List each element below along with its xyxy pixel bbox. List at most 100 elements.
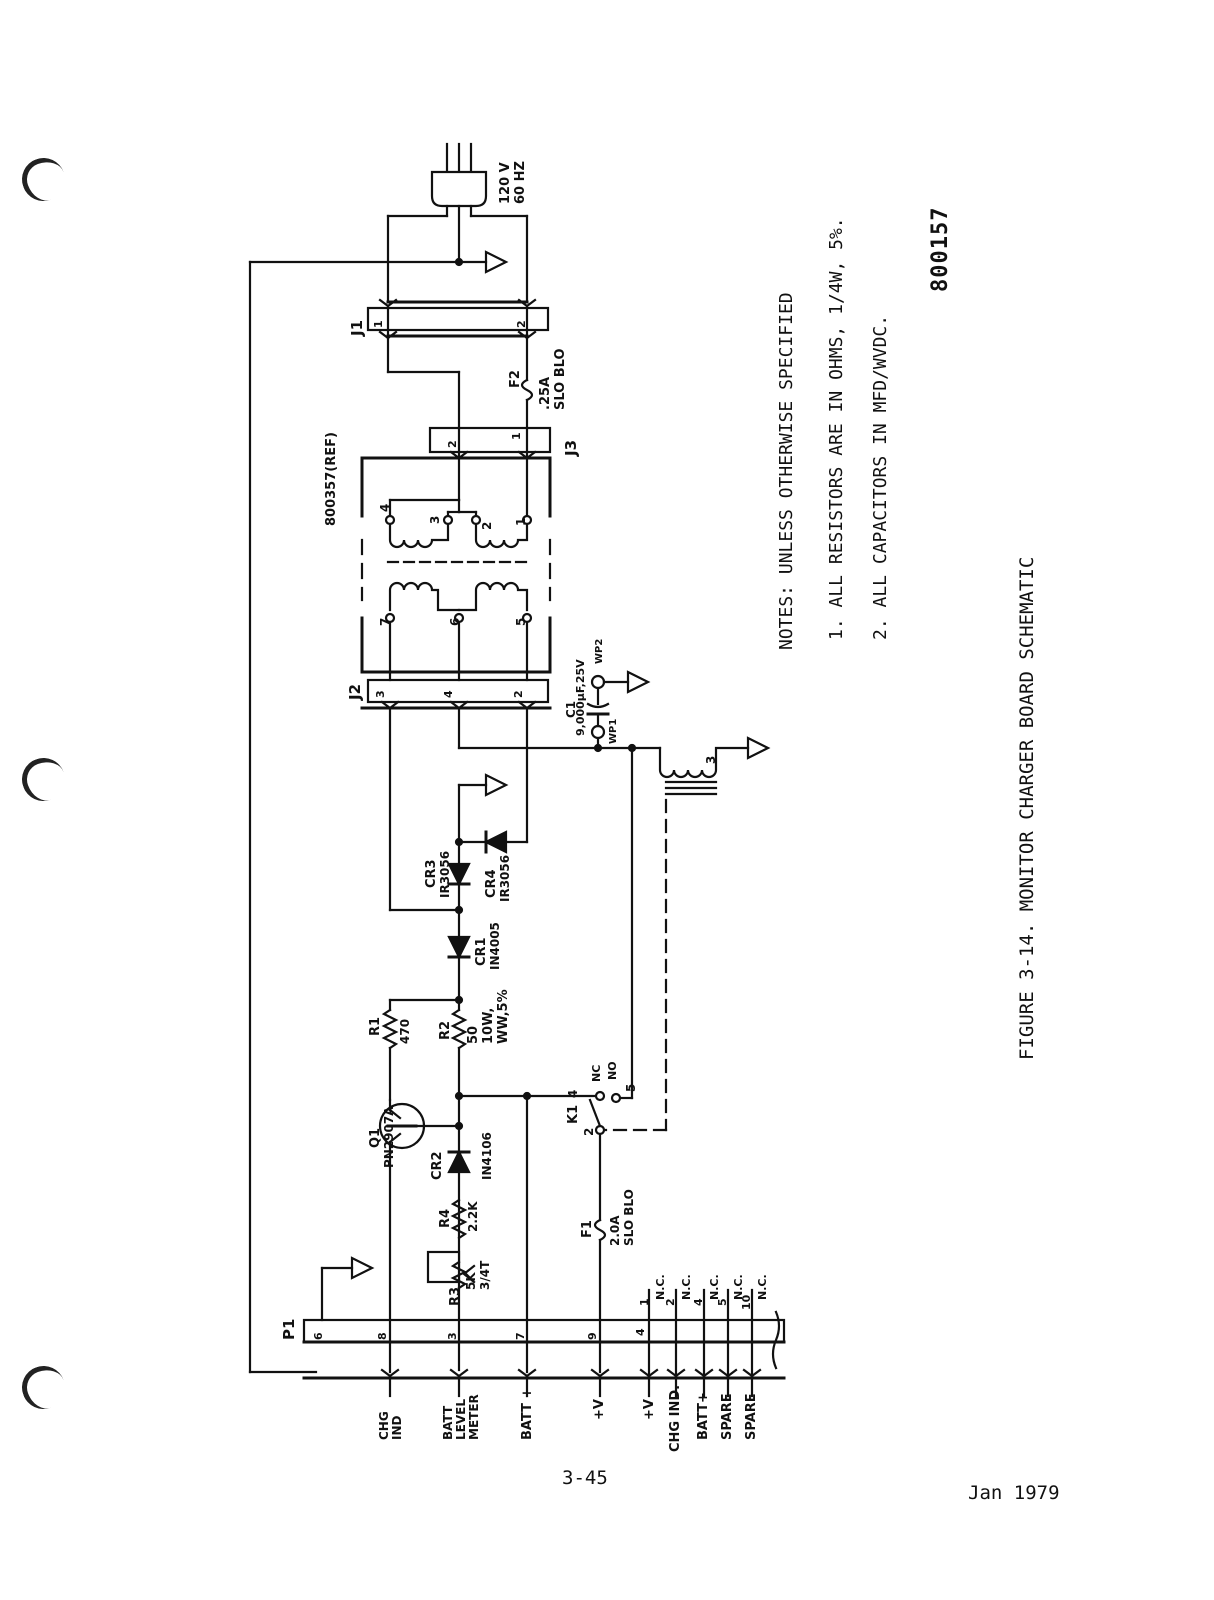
capacitor-c1 (586, 670, 651, 750)
p1-label-chg-ind: CHG IND (377, 1411, 404, 1440)
j3-label: J3 (562, 439, 580, 456)
j2-pin-2: 2 (512, 690, 525, 698)
p1-label-batt-plus: BATT + (520, 1387, 535, 1440)
t1-pin-4: 4 (378, 503, 392, 512)
t1-pin-2: 2 (480, 521, 494, 530)
zener-cr2 (447, 1149, 471, 1174)
j2-pin-3: 3 (374, 690, 387, 698)
fuse-f1 (593, 1218, 607, 1374)
j2-pin-4: 4 (442, 690, 455, 698)
note-item-2: 2. ALL CAPACITORS IN MFD/WVDC. (870, 314, 891, 640)
cr4-label: CR4 (484, 869, 499, 898)
f2-label: F2 (508, 370, 523, 388)
k1-no-label: NO (606, 1061, 619, 1080)
t1-pin-3: 3 (428, 515, 442, 524)
j1-pin-1: 1 (372, 320, 385, 328)
inductor-l1 (598, 736, 771, 1132)
transistor-q1 (378, 1098, 464, 1374)
figure-caption: FIGURE 3-14. MONITOR CHARGER BOARD SCHEM… (1016, 556, 1038, 1060)
k1-pin-4: 4 (566, 1089, 580, 1098)
resistor-r2 (450, 998, 468, 1372)
q1-label: Q1 (368, 1127, 383, 1148)
diode-cr4 (457, 706, 529, 854)
r2-label: R2 (438, 1020, 453, 1040)
p1-label-chg-ind-2: CHG IND. (668, 1384, 683, 1452)
j1-pin-2: 2 (515, 320, 528, 328)
cr1-value: IN4005 (488, 922, 502, 970)
f1-label: F1 (580, 1220, 595, 1238)
j2-label: J2 (346, 683, 364, 700)
p1-pin-1: 1 (638, 1298, 651, 1306)
page-number: 3-45 (562, 1467, 608, 1489)
cr2-value: IN4106 (480, 1132, 494, 1180)
cr4-value: IR3056 (498, 854, 512, 902)
nc-label-2: N.C. (680, 1274, 693, 1300)
j3-pin-2: 2 (446, 440, 459, 448)
notes-header: NOTES: UNLESS OTHERWISE SPECIFIED (776, 292, 797, 650)
r2-value: 50 10W, WW,5% (466, 989, 511, 1044)
p1-pin-6: 6 (312, 1332, 325, 1340)
p1-pin-3: 3 (446, 1332, 459, 1340)
connector-j1 (366, 298, 550, 340)
cr2-label: CR2 (430, 1151, 445, 1180)
t1-pin-1: 1 (514, 517, 528, 526)
r4-value: 2.2K (466, 1201, 480, 1232)
power-source-label: 120 V 60 HZ (498, 161, 528, 204)
r1-label: R1 (368, 1016, 383, 1036)
k1-pin-5: 5 (624, 1083, 638, 1092)
r3-value: 5K 3/4T (464, 1260, 492, 1290)
cr1-label: CR1 (474, 937, 489, 966)
r3-label: R3 (448, 1286, 463, 1306)
note-item-1: 1. ALL RESISTORS ARE IN OHMS, 1/4W, 5%. (826, 217, 847, 640)
diode-cr3 (447, 783, 471, 942)
f2-value: .25A SLO BLO (538, 348, 568, 410)
p1-label-plus-v-2: +V (642, 1399, 657, 1420)
p1-label-batt-level-meter: BATT LEVEL METER (441, 1394, 481, 1440)
connector-p1 (302, 1256, 786, 1398)
p1-label-plus-v: +V (592, 1399, 607, 1420)
j1-label: J1 (348, 319, 366, 336)
cr3-value: IR3056 (438, 850, 452, 898)
revision-date: Jan 1979 (968, 1482, 1060, 1504)
k1-label: K1 (566, 1104, 581, 1124)
potentiometer-r3 (426, 1250, 476, 1290)
connector-j3 (360, 426, 552, 520)
p1-label: P1 (280, 1318, 298, 1340)
nc-label-5: N.C. (756, 1274, 769, 1300)
fuse-f2 (520, 336, 534, 430)
r1-value: 470 (398, 1018, 412, 1044)
wp1-label: WP1 (608, 718, 619, 744)
wp2-label: WP2 (594, 638, 605, 664)
t1-pin-7: 7 (378, 617, 392, 626)
t1-pin-6: 6 (448, 617, 462, 626)
resistor-r1 (381, 995, 464, 1102)
reference-assembly-label: 800357(REF) (324, 432, 339, 526)
power-plug (386, 142, 529, 302)
p1-pin-8: 8 (376, 1332, 389, 1340)
p1-pin-9: 9 (586, 1332, 599, 1340)
l1-pin-3: 3 (704, 755, 718, 764)
p1-pin-4: 4 (634, 1328, 647, 1336)
p1-pin-7: 7 (514, 1332, 527, 1340)
k1-nc-label: NC (590, 1064, 603, 1082)
k1-pin-2: 2 (582, 1127, 596, 1136)
f1-value: 2.0A SLO BLO (608, 1189, 636, 1246)
p1-label-spare-2: SPARE (744, 1393, 759, 1440)
document-number: 800157 (928, 206, 953, 292)
t1-pin-5: 5 (514, 617, 528, 626)
transformer-t1 (360, 456, 552, 682)
nc-label-4: N.C. (732, 1274, 745, 1300)
c1-value: 9,000μF,25V (574, 659, 587, 736)
nc-label-1: N.C. (654, 1274, 667, 1300)
resistor-r4 (450, 1198, 468, 1240)
q1-value: PN2907A (382, 1106, 396, 1168)
cr3-label: CR3 (424, 859, 439, 888)
diode-cr1 (447, 935, 471, 1002)
nc-label-3: N.C. (708, 1274, 721, 1300)
p1-pin-4b: 4 (692, 1298, 705, 1306)
r4-label: R4 (438, 1208, 453, 1228)
p1-label-spare-1: SPARE (720, 1393, 735, 1440)
relay-k1 (454, 1090, 622, 1374)
p1-label-batt-plus-2: BATT+ (696, 1392, 711, 1440)
chassis-ground-wire (248, 250, 509, 1374)
